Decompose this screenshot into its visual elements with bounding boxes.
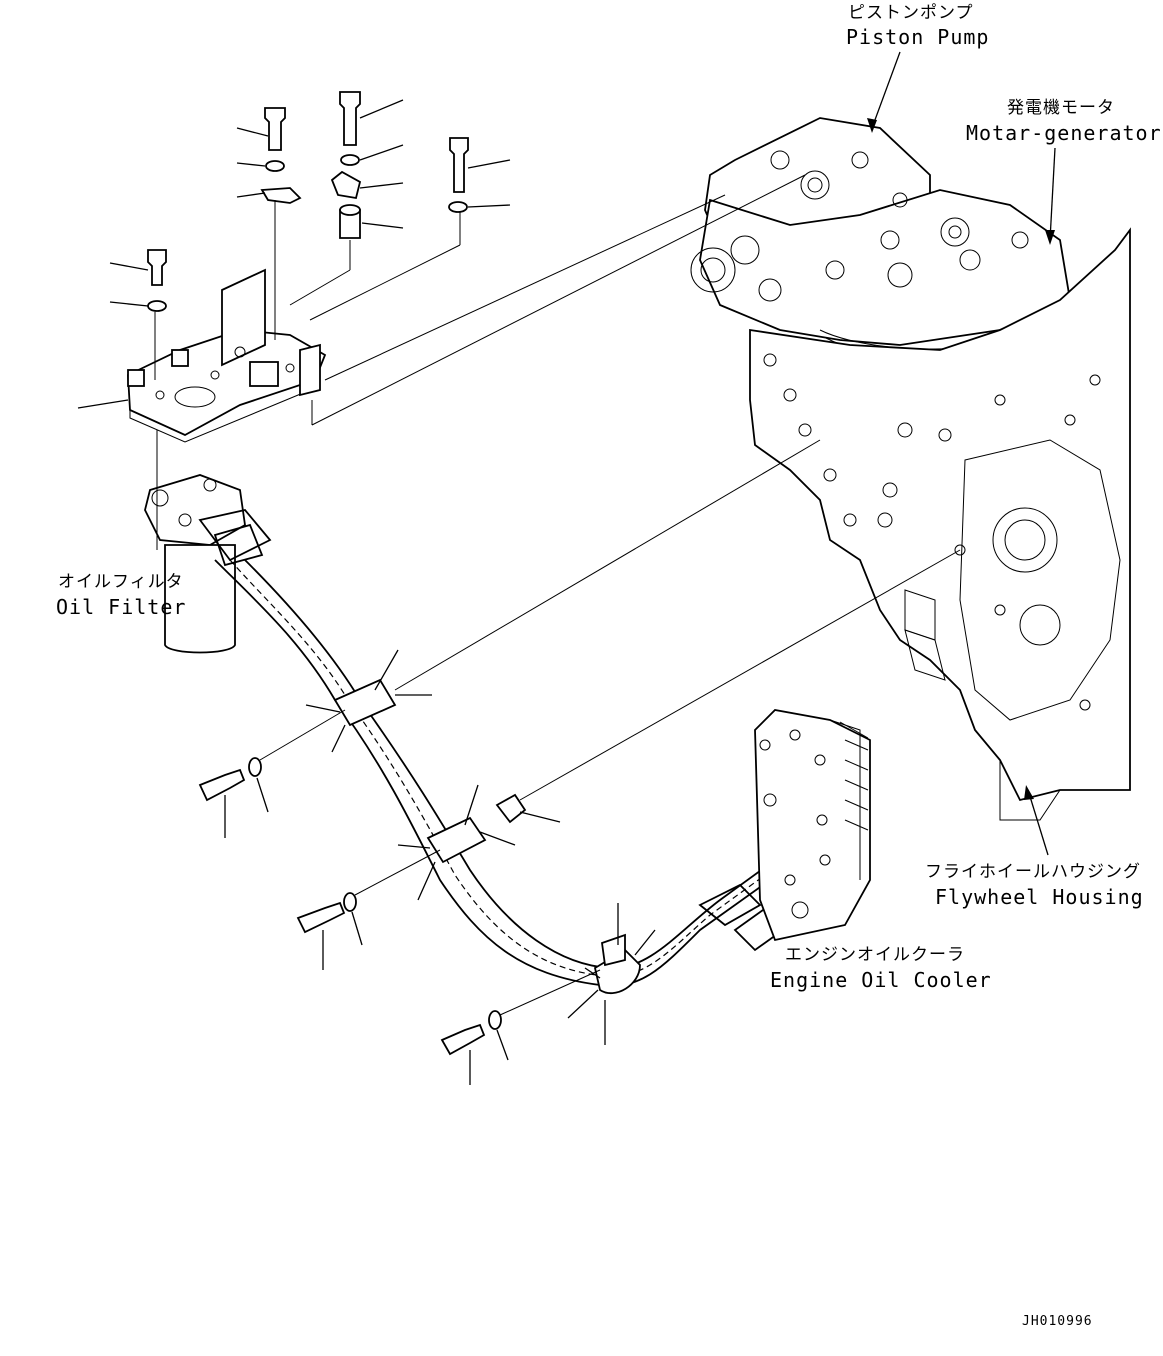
oil-filter-label: オイルフィルタ Oil Filter	[56, 572, 186, 619]
label-arrows	[867, 51, 1056, 856]
piston-pump-label-en: Piston Pump	[846, 25, 989, 49]
bracket-bolts	[147, 91, 469, 312]
oil-filter-label-jp: オイルフィルタ	[58, 572, 184, 592]
piston-pump-label: ピストンポンプ Piston Pump	[846, 3, 989, 49]
hose-clamps	[333, 678, 641, 995]
piston-pump-assembly	[690, 117, 1072, 358]
engine-oil-cooler-label-jp: エンジンオイルクーラ	[785, 945, 965, 965]
flywheel-housing	[749, 227, 1131, 821]
filter-bracket	[127, 268, 327, 443]
piston-pump-label-jp: ピストンポンプ	[848, 3, 974, 23]
flywheel-housing-label-jp: フライホイールハウジング	[925, 862, 1141, 882]
motor-generator-label: 発電機モータ Motar-generator	[966, 98, 1162, 145]
motor-generator-label-jp: 発電機モータ	[1007, 98, 1115, 118]
document-id: JH010996	[1022, 1314, 1093, 1329]
leader-lines	[77, 99, 961, 1085]
engine-oil-cooler	[754, 709, 871, 942]
oil-filter-label-en: Oil Filter	[56, 595, 186, 619]
flywheel-housing-label-en: Flywheel Housing	[935, 885, 1144, 909]
flywheel-housing-label: フライホイールハウジング Flywheel Housing	[925, 862, 1144, 909]
oil-hoses	[198, 509, 792, 987]
oil-filter	[144, 474, 246, 654]
clamp-bolts	[198, 757, 527, 1056]
motor-generator-label-en: Motar-generator	[966, 121, 1162, 145]
engine-oil-cooler-label: エンジンオイルクーラ Engine Oil Cooler	[770, 945, 992, 992]
engine-oil-cooler-label-en: Engine Oil Cooler	[770, 968, 992, 992]
